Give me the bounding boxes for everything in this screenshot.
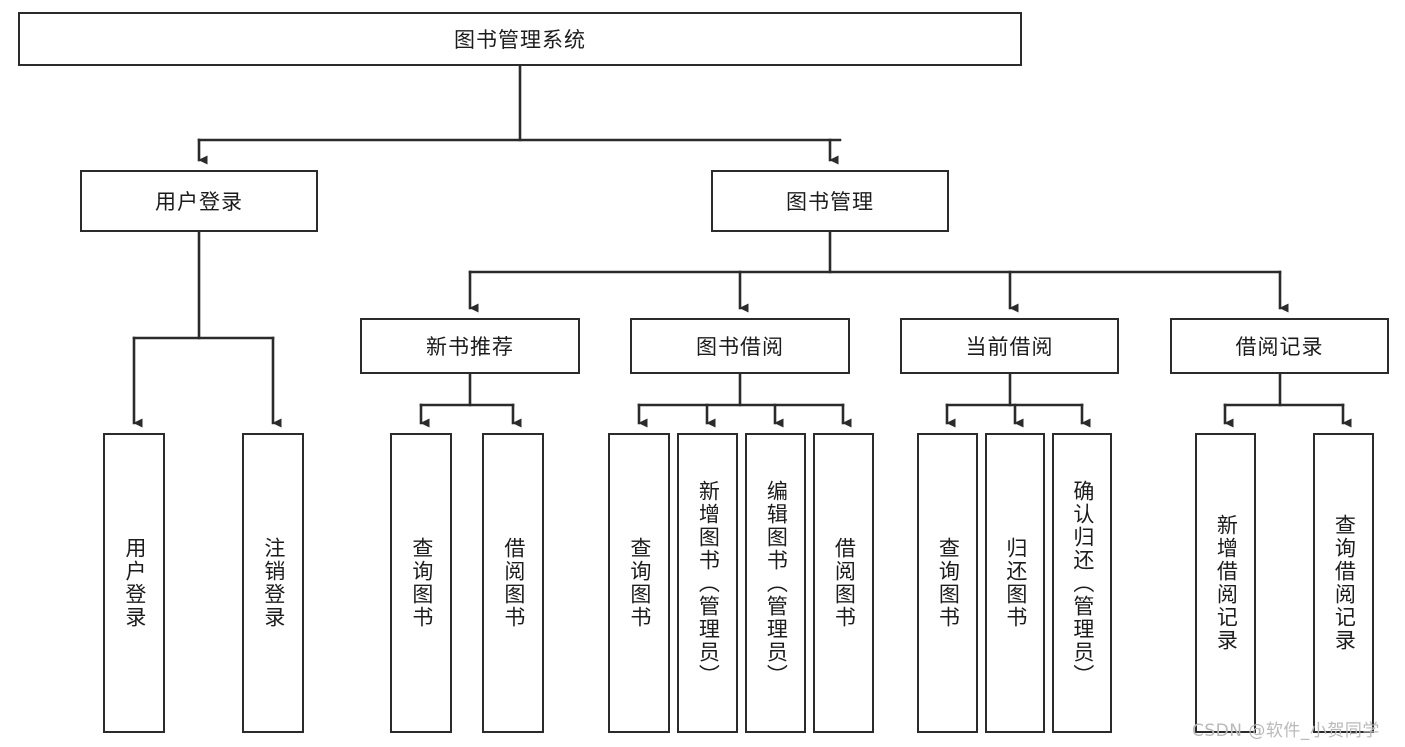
node-user-login-label: 用户登录 bbox=[155, 190, 243, 214]
node-leaf-query-book-1[interactable]: 查询图书 bbox=[390, 433, 452, 733]
node-leaf-edit-book[interactable]: 编辑图书（管理员） bbox=[745, 433, 806, 733]
node-borrow-record[interactable]: 借阅记录 bbox=[1170, 318, 1389, 374]
node-leaf-borrow-book-2-label: 借阅图书 bbox=[832, 537, 857, 629]
node-leaf-query-book-3-label: 查询图书 bbox=[936, 537, 961, 629]
node-leaf-return-book-label: 归还图书 bbox=[1003, 537, 1028, 629]
node-root-label: 图书管理系统 bbox=[454, 28, 586, 52]
node-leaf-user-logout[interactable]: 注销登录 bbox=[242, 433, 304, 733]
node-leaf-add-book-label: 新增图书（管理员） bbox=[696, 479, 721, 687]
node-leaf-query-book-1-label: 查询图书 bbox=[409, 537, 434, 629]
node-leaf-add-record[interactable]: 新增借阅记录 bbox=[1195, 433, 1256, 733]
node-leaf-add-book[interactable]: 新增图书（管理员） bbox=[677, 433, 738, 733]
node-book-manage-label: 图书管理 bbox=[786, 190, 874, 214]
node-book-borrow[interactable]: 图书借阅 bbox=[630, 318, 850, 374]
node-leaf-query-book-2-label: 查询图书 bbox=[627, 537, 652, 629]
node-leaf-add-record-label: 新增借阅记录 bbox=[1214, 514, 1239, 652]
csdn-watermark: CSDN @软件_小贺同学 bbox=[1192, 721, 1380, 741]
node-leaf-query-book-2[interactable]: 查询图书 bbox=[608, 433, 670, 733]
node-leaf-return-book[interactable]: 归还图书 bbox=[985, 433, 1045, 733]
node-book-manage[interactable]: 图书管理 bbox=[711, 170, 949, 232]
node-leaf-user-logout-label: 注销登录 bbox=[261, 537, 286, 629]
node-book-borrow-label: 图书借阅 bbox=[696, 335, 784, 359]
node-current-borrow[interactable]: 当前借阅 bbox=[900, 318, 1119, 374]
node-current-borrow-label: 当前借阅 bbox=[965, 335, 1054, 359]
node-leaf-borrow-book-1-label: 借阅图书 bbox=[501, 537, 526, 629]
node-leaf-user-login[interactable]: 用户登录 bbox=[103, 433, 165, 733]
node-leaf-query-record-label: 查询借阅记录 bbox=[1332, 514, 1357, 652]
node-leaf-edit-book-label: 编辑图书（管理员） bbox=[764, 479, 789, 687]
node-new-book-recommend-label: 新书推荐 bbox=[426, 335, 514, 359]
node-leaf-query-book-3[interactable]: 查询图书 bbox=[917, 433, 978, 733]
node-new-book-recommend[interactable]: 新书推荐 bbox=[360, 318, 580, 374]
node-borrow-record-label: 借阅记录 bbox=[1235, 335, 1324, 359]
node-root[interactable]: 图书管理系统 bbox=[18, 12, 1022, 66]
node-leaf-confirm-return-label: 确认归还（管理员） bbox=[1070, 479, 1095, 687]
node-leaf-query-record[interactable]: 查询借阅记录 bbox=[1313, 433, 1374, 733]
node-leaf-user-login-label: 用户登录 bbox=[122, 537, 147, 629]
node-leaf-confirm-return[interactable]: 确认归还（管理员） bbox=[1052, 433, 1112, 733]
node-user-login[interactable]: 用户登录 bbox=[80, 170, 318, 232]
node-leaf-borrow-book-2[interactable]: 借阅图书 bbox=[813, 433, 874, 733]
node-leaf-borrow-book-1[interactable]: 借阅图书 bbox=[482, 433, 544, 733]
